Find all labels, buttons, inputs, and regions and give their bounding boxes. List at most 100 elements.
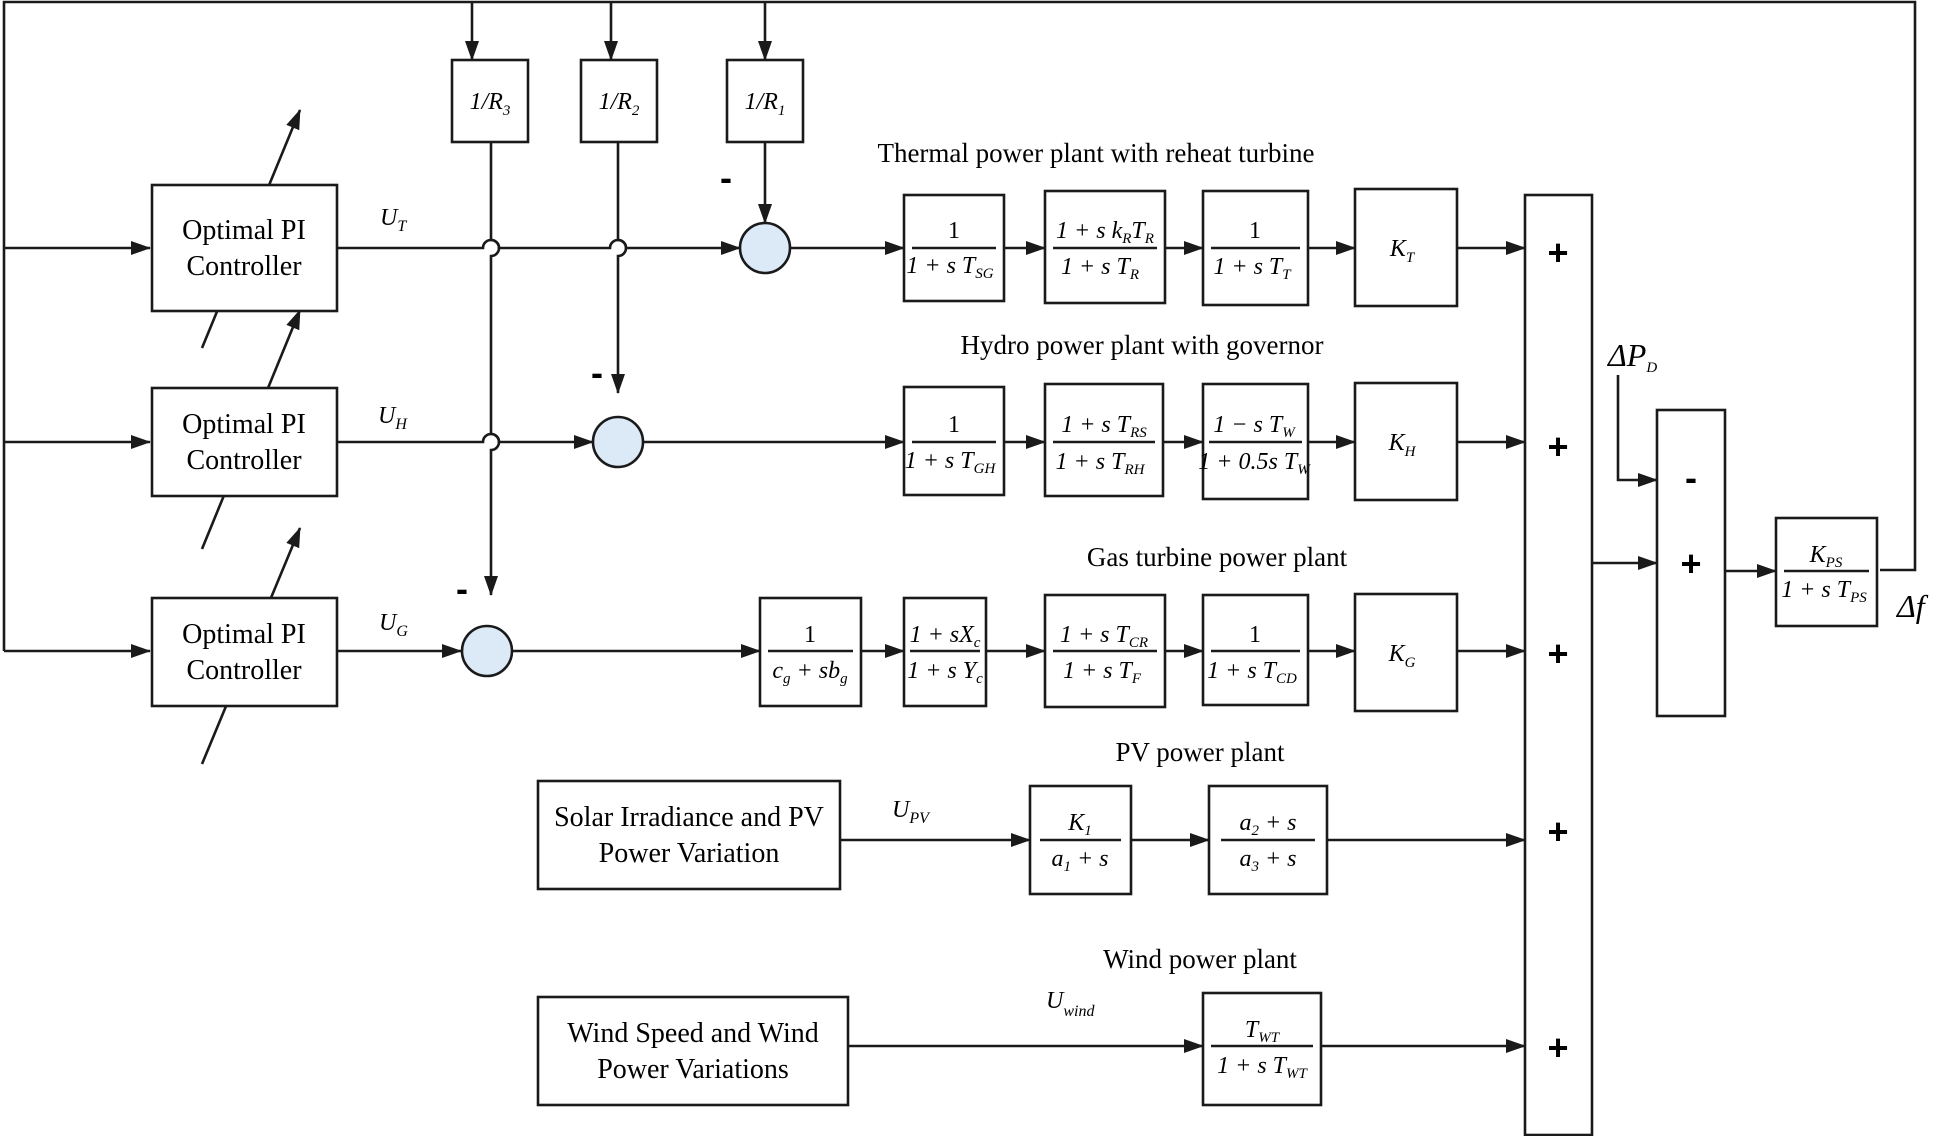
disturbance-line: [1616, 375, 1658, 487]
tf-ps-den: 1 + s TPS: [1781, 577, 1867, 606]
wiring: [2, 0, 1917, 1053]
r3-to-gas-sum: [484, 142, 501, 596]
title-pv: PV power plant: [1116, 737, 1285, 767]
tf-xc-den: 1 + s Yc: [907, 658, 983, 687]
tf-trs-num: 1 + s TRS: [1061, 412, 1147, 441]
droop-r3: 1/R3: [450, 58, 530, 144]
tf-tt-den: 1 + s TT: [1213, 254, 1292, 283]
ut-line: [337, 238, 741, 255]
tf-tgh-num: 1: [948, 412, 960, 438]
tf-a2-num: a2 + s: [1239, 810, 1296, 839]
signal-ug: UG: [379, 610, 408, 640]
gain-kh: KH: [1353, 381, 1459, 502]
tf-penstock: 1 − s TW 1 + 0.5s TW: [1198, 382, 1311, 501]
signal-ut: UT: [380, 205, 407, 235]
gas-summing-junction: [460, 624, 514, 678]
summer-plus-gas: +: [1547, 633, 1568, 674]
disturbance-label: ΔPD: [1606, 337, 1657, 376]
controller-thermal-line1: Optimal PI: [182, 215, 306, 246]
gas-minus-sign: -: [456, 568, 468, 609]
svg-text:1/R3: 1/R3: [470, 89, 511, 119]
r2-sub: 2: [632, 103, 640, 119]
tf-cg-den: cg + sbg: [772, 658, 848, 687]
feedback-path: [2, 0, 1917, 651]
generation-summer: + + + + +: [1523, 193, 1594, 1136]
r2-label: 1/R: [599, 89, 633, 115]
tf-tcr-num: 1 + s TCR: [1060, 622, 1148, 651]
source-pv-line1: Solar Irradiance and PV: [554, 802, 824, 833]
tf-xc-num: 1 + sXc: [910, 622, 981, 651]
load-summer-minus: -: [1685, 457, 1697, 498]
tf-tt-num: 1: [1249, 218, 1261, 244]
source-wind-line2: Power Variations: [597, 1054, 789, 1085]
svg-text:1/R1: 1/R1: [745, 89, 786, 119]
tf-hydro-governor-transient: 1 + s TRS 1 + s TRH: [1043, 382, 1165, 498]
thermal-minus-sign: -: [720, 157, 732, 198]
svg-text:1/R2: 1/R2: [599, 89, 640, 119]
summer-plus-pv: +: [1547, 811, 1568, 852]
controller-gas-line1: Optimal PI: [182, 619, 306, 650]
droop-r1: 1/R1: [725, 58, 805, 144]
gain-kg-label: KG: [1388, 641, 1416, 671]
tf-twt-num: TWT: [1245, 1017, 1281, 1046]
r1-label: 1/R: [745, 89, 779, 115]
controller-hydro-line1: Optimal PI: [182, 409, 306, 440]
title-gas: Gas turbine power plant: [1087, 542, 1348, 572]
gain-kg: KG: [1353, 592, 1459, 713]
r3-label: 1/R: [470, 89, 504, 115]
tf-speed-governor-gas: 1 + sXc 1 + s Yc: [902, 596, 988, 708]
load-summer: - +: [1655, 408, 1727, 718]
tf-reheat: 1 + s kRTR 1 + s TR: [1043, 189, 1167, 305]
tf-combustion-reaction: 1 + s TCR 1 + s TF: [1043, 593, 1167, 709]
frequency-deviation-label: Δf: [1895, 588, 1929, 624]
load-summer-plus: +: [1680, 543, 1701, 584]
tf-pv-k1: K1 a1 + s: [1028, 784, 1133, 896]
tf-reheat-den: 1 + s TR: [1061, 254, 1139, 283]
r3-sub: 3: [502, 103, 511, 119]
summer-plus-hydro: +: [1547, 426, 1568, 467]
tf-wind-turbine: TWT 1 + s TWT: [1201, 991, 1323, 1107]
signal-uh: UH: [378, 403, 408, 433]
gain-kh-label: KH: [1388, 430, 1417, 460]
tf-cg-num: 1: [804, 622, 816, 648]
controller-gas: Optimal PI Controller: [150, 596, 339, 708]
r1-sub: 1: [778, 103, 786, 119]
r2-to-hydro-sum: [611, 142, 628, 394]
summer-plus-thermal: +: [1547, 232, 1568, 273]
tf-compressor-discharge: 1 1 + s TCD: [1201, 593, 1310, 707]
tf-k1-den: a1 + s: [1051, 846, 1108, 875]
controller-hydro-line2: Controller: [186, 445, 302, 476]
controller-thermal: Optimal PI Controller: [150, 183, 339, 313]
tf-tcd-den: 1 + s TCD: [1207, 658, 1297, 687]
tf-tw-num: 1 − s TW: [1213, 412, 1296, 441]
tf-power-system: KPS 1 + s TPS: [1774, 516, 1879, 628]
tf-twt-den: 1 + s TWT: [1217, 1053, 1308, 1082]
gain-kt: KT: [1353, 187, 1459, 308]
title-hydro: Hydro power plant with governor: [961, 330, 1324, 360]
tf-k1-num: K1: [1067, 810, 1092, 839]
tf-tsg-num: 1: [948, 218, 960, 244]
tf-tw-den: 1 + 0.5s TW: [1198, 449, 1311, 478]
hydro-summing-junction: [591, 415, 645, 469]
hydro-minus-sign: -: [591, 352, 603, 393]
tf-tcd-num: 1: [1249, 622, 1261, 648]
thermal-summing-junction: [738, 221, 792, 275]
signal-uwind: Uwind: [1046, 988, 1095, 1020]
signal-upv: UPV: [892, 797, 931, 827]
tf-pv-a2a3: a2 + s a3 + s: [1207, 784, 1329, 896]
tf-tcr-den: 1 + s TF: [1063, 658, 1142, 687]
source-wind: Wind Speed and Wind Power Variations: [536, 995, 850, 1107]
gain-kt-label: KT: [1389, 236, 1416, 266]
controller-gas-line2: Controller: [186, 655, 302, 686]
tf-ps-num: KPS: [1809, 542, 1843, 571]
tf-trs-den: 1 + s TRH: [1056, 449, 1146, 478]
droop-r2: 1/R2: [579, 58, 659, 144]
tf-tsg-den: 1 + s TSG: [906, 253, 993, 282]
uh-line: [337, 432, 594, 449]
tf-a2-den: a3 + s: [1239, 846, 1296, 875]
tf-reheat-num: 1 + s kRTR: [1056, 218, 1154, 247]
title-thermal: Thermal power plant with reheat turbine: [877, 138, 1314, 168]
tf-governor-thermal: 1 1 + s TSG: [902, 193, 1006, 303]
source-pv-line2: Power Variation: [599, 838, 780, 869]
